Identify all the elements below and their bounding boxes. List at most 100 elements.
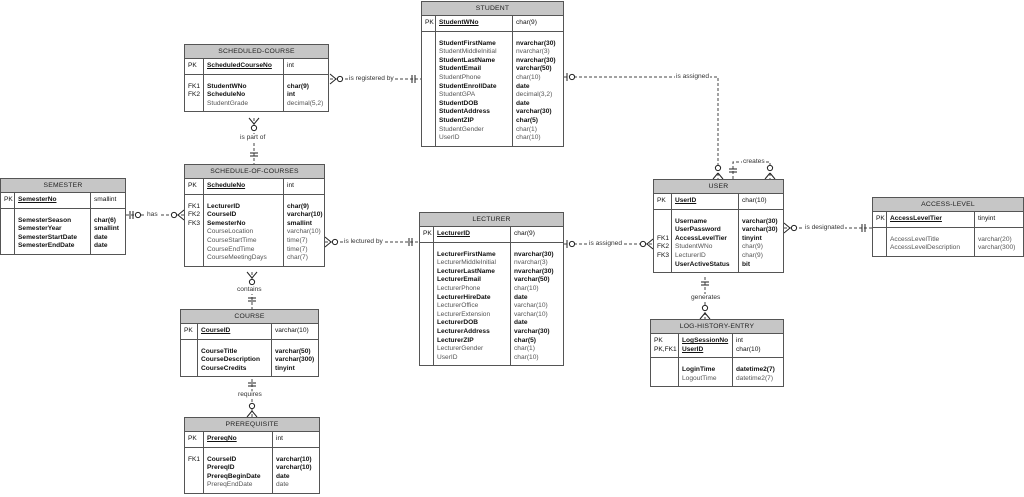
- type-column: nvarchar(30)nvarchar(3)nvarchar(30)varch…: [511, 243, 563, 366]
- attribute-name: CourseStartTime: [207, 236, 257, 244]
- attribute-name: ScheduleNo: [207, 91, 246, 99]
- type-column: char(9): [513, 16, 563, 31]
- key-label: [425, 83, 435, 92]
- key-label: FK3: [188, 219, 201, 227]
- attribute-type: int: [287, 91, 296, 99]
- attribute-name: PrereqEndDate: [207, 481, 253, 489]
- key-label: [425, 40, 435, 49]
- entity-title: PREREQUISITE: [185, 418, 319, 432]
- attribute-name: LecturerAddress: [437, 327, 490, 335]
- attribute-type: varchar(300): [275, 356, 315, 364]
- attribute-name: CourseDescription: [201, 356, 260, 364]
- key-label: [876, 236, 886, 245]
- attribute-type: int: [287, 182, 294, 189]
- key-label: [4, 225, 14, 234]
- key-label: [423, 302, 433, 311]
- attribute-type: int: [276, 435, 283, 442]
- attribute-name: StudentMiddleInitial: [439, 48, 497, 56]
- attribute-type: varchar(10): [287, 228, 321, 236]
- key-label: [423, 337, 433, 346]
- key-label: PK: [423, 230, 432, 237]
- key-label: [657, 218, 671, 227]
- attribute-name: LecturerEmail: [437, 276, 481, 284]
- attribute-type: tinyint: [275, 364, 295, 372]
- attribute-type: char(1): [516, 125, 537, 133]
- key-column: [1, 208, 15, 254]
- circle-student-right: [566, 73, 576, 81]
- attribute-type: char(9): [287, 202, 309, 210]
- attribute-type: char(9): [514, 230, 535, 237]
- attribute-name: LecturerPhone: [437, 284, 481, 292]
- attribute-name: SemesterYear: [18, 225, 62, 233]
- attribute-type: varchar(10): [276, 455, 312, 463]
- crowfoot-scheduled-course-bottom: [248, 117, 260, 132]
- attribute-name: LecturerMiddleInitial: [437, 259, 497, 267]
- attribute-type: char(10): [514, 284, 539, 292]
- key-column: [420, 242, 434, 366]
- key-label: PK: [876, 215, 885, 222]
- attribute-type: smallint: [287, 219, 312, 227]
- attribute-type: varchar(50): [516, 65, 552, 73]
- key-label: FK2: [188, 91, 201, 99]
- attribute-name: Username: [675, 217, 707, 225]
- attribute-name: AccessLevelTier: [890, 215, 942, 222]
- key-label: [425, 57, 435, 66]
- attribute-type: date: [94, 233, 108, 241]
- attribute-name: UserPassword: [675, 226, 721, 234]
- attribute-name: StudentFirstName: [439, 39, 496, 47]
- bar-course-top: [248, 297, 256, 302]
- attribute-name: CourseLocation: [207, 228, 254, 236]
- entity-title: COURSE: [181, 310, 318, 324]
- key-column: FK1: [185, 447, 204, 493]
- key-column: [181, 339, 198, 377]
- key-label: [423, 294, 433, 303]
- attribute-name: StudentGender: [439, 125, 484, 133]
- name-column: ScheduleNo: [204, 179, 284, 194]
- key-column: [651, 358, 679, 387]
- line-student-is-assigned: [564, 76, 719, 179]
- bar-access-level-left: [861, 224, 866, 232]
- bar-schedule-top: [250, 152, 258, 157]
- attribute-type: date: [516, 82, 530, 90]
- attribute-name: LecturerID: [207, 202, 240, 210]
- name-column: SemesterNo: [15, 193, 91, 208]
- key-label: PK: [4, 196, 13, 203]
- attribute-name: SemesterNo: [207, 219, 246, 227]
- key-column: [873, 227, 887, 256]
- key-column: PK: [1, 193, 15, 208]
- attribute-name: ScheduleNo: [207, 182, 246, 189]
- type-column: int: [284, 179, 324, 194]
- key-label: PK: [188, 182, 197, 189]
- type-column: int: [284, 59, 328, 74]
- key-label: [425, 48, 435, 57]
- attribute-type: char(10): [516, 73, 541, 81]
- name-column: StudentWNo: [436, 16, 513, 31]
- entity-title: LOG-HISTORY-ENTRY: [651, 320, 783, 334]
- attribute-name: AccessLevelTitle: [890, 235, 940, 243]
- key-column: PK: [185, 179, 204, 194]
- key-label: [425, 91, 435, 100]
- key-column: [422, 31, 436, 146]
- attribute-name: StudentWNo: [439, 19, 479, 26]
- key-label: [4, 242, 14, 251]
- attribute-type: nvarchar(30): [516, 56, 556, 64]
- attribute-name: AccessLevelDescription: [890, 244, 960, 252]
